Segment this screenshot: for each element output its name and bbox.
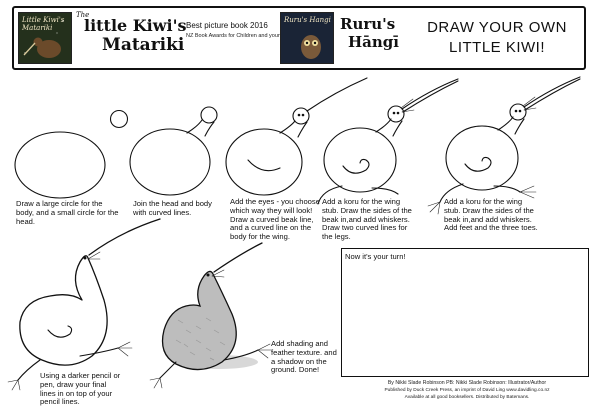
neck-line-right <box>204 121 215 137</box>
whiskers <box>87 251 101 260</box>
neck-line-right <box>297 121 308 138</box>
neck-line-left <box>497 116 514 131</box>
beak-side <box>524 78 581 111</box>
cover-owl-illustration <box>301 35 321 59</box>
leg <box>159 361 177 379</box>
eye <box>301 113 305 117</box>
logo-little-kiwis: little Kiwi's <box>84 16 187 35</box>
neck-line-right <box>392 120 403 137</box>
foot-toes <box>427 201 441 215</box>
body-circle <box>445 125 519 191</box>
step-7-drawing <box>149 242 273 389</box>
kiwi-shaded-body <box>161 270 237 371</box>
wing-line <box>247 159 281 172</box>
eye <box>514 109 518 113</box>
drawing-area-box[interactable]: Now it's your turn! <box>341 248 589 377</box>
logo-hangi: Hāngī <box>348 33 399 51</box>
neck-line-right <box>514 118 525 135</box>
eye <box>206 273 210 277</box>
feather-texture <box>175 317 226 361</box>
cover-title: Little Kiwi's Matariki <box>22 16 65 32</box>
leg-line <box>371 187 399 195</box>
head-circle <box>509 103 527 121</box>
step-4-caption: Add a koru for the wing stub. Draw the s… <box>322 197 412 242</box>
wing-koru <box>464 156 492 172</box>
whiskers <box>400 98 417 113</box>
beak-side <box>402 80 459 113</box>
footer-credit: By Nikki Slade Robinson PB: Nikki Slade … <box>387 380 547 386</box>
cover-title: Ruru's Hangi <box>284 16 331 24</box>
beak-line <box>306 77 368 112</box>
foot-toes <box>519 185 537 199</box>
whiskers <box>211 269 225 278</box>
leg-line <box>493 185 521 193</box>
head-circle <box>387 105 405 123</box>
logo-matariki: Matariki <box>102 35 185 55</box>
body-circle <box>225 128 303 196</box>
award-title: Best picture book 2016 <box>186 21 268 30</box>
leg <box>223 349 259 361</box>
head-circle <box>292 107 310 125</box>
step-2-caption: Join the head and body with curved lines… <box>133 199 212 217</box>
step-6-drawing <box>7 218 161 391</box>
beak <box>88 218 161 256</box>
step-5-drawing <box>427 76 581 215</box>
step-7-caption: Add shading and feather texture. and a s… <box>271 339 337 375</box>
body-circle <box>323 127 397 193</box>
foot-toes <box>149 377 163 389</box>
title-line-2: LITTLE KIWI! <box>448 39 545 56</box>
kiwi-outline <box>19 255 108 366</box>
step-3-caption: Add the eyes - you choose which way they… <box>230 197 320 242</box>
step-1-caption: Draw a large circle for the body, and a … <box>16 199 119 226</box>
award-subtitle: NZ Book Awards for Children and young ad… <box>186 33 302 39</box>
whiskers <box>522 96 539 111</box>
beak <box>213 242 263 273</box>
step-6-caption: Using a darker pencil or pen, draw your … <box>40 371 121 407</box>
eye <box>396 111 400 115</box>
book-cover-little-kiwis-matariki: Little Kiwi's Matariki <box>18 12 72 64</box>
head-circle <box>200 106 218 124</box>
page-title: DRAW YOUR OWN LITTLE KIWI! <box>412 18 582 58</box>
wing-koru <box>342 158 370 174</box>
book-cover-rurus-hangi: Ruru's Hangi <box>280 12 334 64</box>
foot-toes <box>117 341 133 357</box>
footer-publisher: Published by Duck Creek Press, an imprin… <box>384 388 550 393</box>
foot-toes <box>257 343 273 359</box>
step-5-caption: Add a koru for the wing stub. Draw the s… <box>444 197 538 233</box>
body-circle <box>14 131 106 199</box>
leg <box>17 359 41 381</box>
header-banner: Little Kiwi's Matariki The little Kiwi's… <box>12 6 586 70</box>
neck-line-left <box>375 118 392 133</box>
step-1-drawing <box>14 109 129 199</box>
logo-rurus: Ruru's <box>340 15 396 33</box>
foot-toes <box>7 379 21 391</box>
head-circle <box>109 109 129 129</box>
beak-line <box>401 78 459 110</box>
footer-availability: Available at all good booksellers. Distr… <box>404 395 530 400</box>
eye <box>297 113 301 117</box>
eye <box>392 111 396 115</box>
step-2-drawing <box>129 106 218 196</box>
wing-koru <box>47 325 73 338</box>
leg-line <box>439 183 464 203</box>
step-4-drawing <box>317 78 459 205</box>
turn-box-label: Now it's your turn! <box>345 252 406 261</box>
leg-line <box>317 185 343 205</box>
neck-line-left <box>279 120 296 134</box>
title-line-1: DRAW YOUR OWN <box>427 19 567 36</box>
neck-line-left <box>186 119 203 134</box>
eye <box>518 109 522 113</box>
body-circle <box>129 128 211 196</box>
leg <box>79 347 119 357</box>
step-3-drawing <box>225 77 368 196</box>
beak-line <box>523 76 581 108</box>
cover-kiwi-illustration <box>23 20 64 58</box>
eye <box>83 256 87 260</box>
logo-the: The <box>76 11 90 19</box>
